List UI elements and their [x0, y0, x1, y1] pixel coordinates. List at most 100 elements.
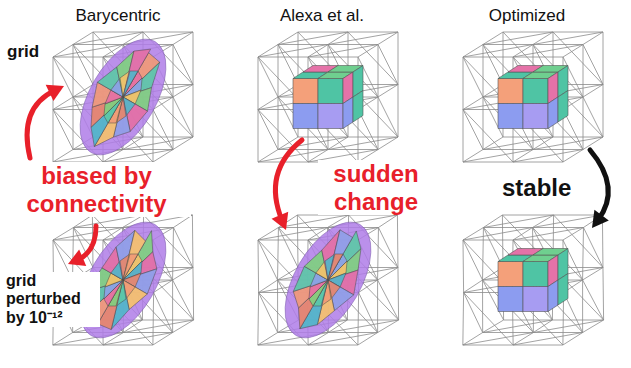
grid-edge — [173, 45, 174, 98]
grid-edge — [258, 57, 278, 97]
curved-arrow — [27, 90, 55, 158]
grid-edge — [123, 332, 172, 333]
grid-edge — [553, 32, 603, 33]
grid-edge — [153, 110, 154, 163]
grid-edge — [463, 110, 483, 150]
column-heading: Alexa et al. — [278, 6, 366, 26]
grid-edge — [513, 57, 563, 58]
grid-edge — [378, 45, 379, 98]
annotation: sudden change — [318, 160, 434, 215]
grid-edge — [378, 32, 398, 45]
grid-edge — [258, 110, 259, 163]
grid-edge — [583, 280, 604, 320]
grid-edge — [93, 32, 94, 85]
grid-edge — [483, 149, 533, 150]
cube-facet — [498, 79, 523, 104]
distorted-blob — [62, 25, 183, 169]
cube-facet — [523, 287, 548, 312]
grid-edge — [172, 280, 173, 333]
grid-edge — [513, 345, 563, 346]
grid-edge — [583, 85, 603, 98]
grid-edge — [533, 149, 583, 150]
grid-edge — [483, 332, 534, 333]
grid-edge — [142, 320, 193, 321]
grid-edge — [582, 228, 584, 281]
grid-edge — [192, 215, 194, 268]
grid-edge — [463, 240, 465, 293]
grid-edge — [357, 293, 359, 346]
grid-edge — [328, 320, 398, 333]
grid-edge — [504, 320, 553, 321]
grid-edge — [308, 45, 378, 58]
grid-edge — [378, 137, 398, 150]
grid-edge — [463, 110, 464, 163]
grid-edge — [308, 57, 358, 58]
grid-edge — [563, 45, 583, 58]
grid-edge — [347, 320, 398, 321]
arrow-head — [68, 249, 86, 266]
grid-edge — [483, 97, 484, 150]
grid-edge — [277, 228, 279, 281]
grid-edge — [397, 268, 399, 321]
grid-edge — [328, 44, 378, 45]
row-label: grid perturbed by 10⁻¹² — [4, 272, 100, 327]
grid-edge — [258, 240, 308, 241]
grid-edge — [533, 227, 584, 228]
reproduced-cube — [293, 66, 363, 129]
grid-edge — [378, 85, 398, 98]
tet-grid — [463, 215, 604, 345]
grid-edge — [359, 293, 378, 333]
grid-edge — [257, 293, 259, 346]
grid-edge — [358, 45, 378, 58]
grid-edge — [533, 137, 603, 150]
arrow-head — [46, 85, 64, 101]
grid-edge — [328, 149, 378, 150]
grid-edge — [398, 32, 399, 85]
cube-facet — [523, 262, 548, 287]
grid-edge — [583, 137, 603, 150]
grid-edge — [308, 345, 358, 346]
grid-edge — [513, 45, 583, 58]
grid-edge — [378, 280, 399, 320]
grid-edge — [258, 240, 260, 293]
grid-edge — [513, 162, 563, 163]
blob-facet — [117, 68, 138, 97]
grid-edge — [328, 332, 377, 333]
grid-edge — [378, 268, 398, 281]
grid-edge — [502, 215, 553, 216]
cube-facet — [558, 274, 568, 306]
grid-edge — [173, 268, 193, 281]
grid-edge — [553, 137, 603, 138]
grid-edge — [513, 150, 583, 163]
grid-edge — [143, 32, 193, 33]
grid-edge — [103, 345, 153, 346]
grid-edge — [53, 110, 73, 150]
grid-edge — [298, 137, 348, 138]
grid-edge — [583, 32, 603, 45]
grid-edge — [483, 44, 533, 45]
grid-edge — [533, 320, 603, 333]
cube-facet — [523, 79, 548, 104]
column-heading: Optimized — [487, 6, 568, 26]
grid-edge — [173, 97, 193, 137]
grid-edge — [482, 280, 483, 333]
grid-edge — [123, 149, 173, 150]
cube-facet — [548, 97, 558, 129]
grid-edge — [463, 162, 513, 163]
grid-edge — [154, 293, 173, 333]
annotation: biased by connectivity — [2, 162, 191, 217]
grid-edge — [513, 333, 583, 346]
arrow-head — [592, 210, 609, 228]
grid-edge — [53, 110, 54, 163]
grid-edge — [377, 280, 378, 333]
blob-facet — [315, 230, 352, 280]
grid-edge — [563, 228, 584, 241]
cube-facet — [558, 91, 568, 123]
grid-edge — [398, 85, 399, 138]
grid-edge — [173, 45, 193, 85]
cube-facet — [293, 104, 318, 129]
grid-edge — [533, 32, 603, 45]
grid-edge — [277, 280, 278, 333]
grid-edge — [462, 293, 464, 346]
grid-edge — [173, 137, 193, 150]
